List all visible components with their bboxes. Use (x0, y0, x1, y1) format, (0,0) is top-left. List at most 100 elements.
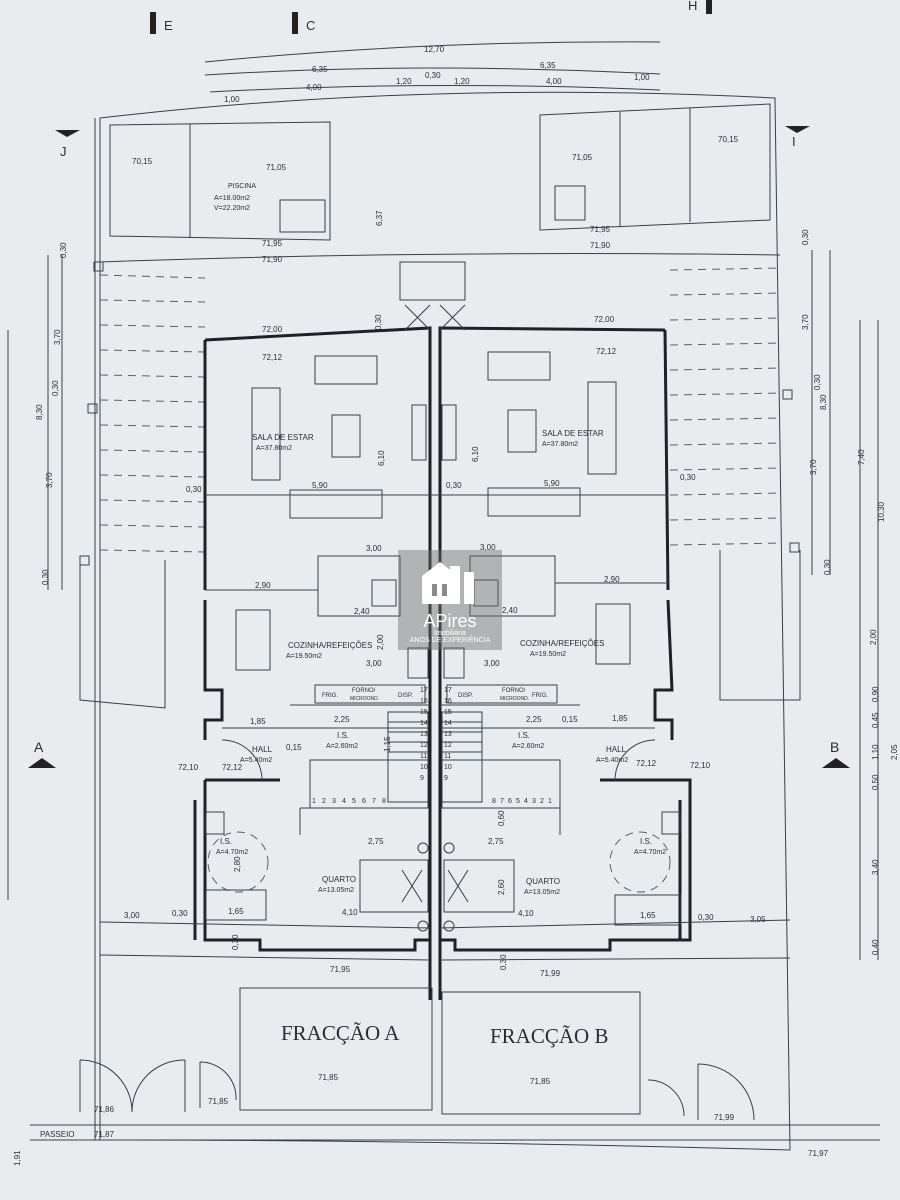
stair-step-number: 10 (420, 764, 428, 771)
stair-step-number: 17 (444, 687, 452, 694)
section-mark-j: J (60, 144, 67, 159)
section-mark-a: A (34, 739, 44, 755)
front-yard: 71,95 71,99 71,85 71,85 71,86 71,85 71,9… (13, 954, 880, 1166)
section-mark-h: H (688, 0, 697, 13)
level-floor-r: 72,00 (594, 315, 615, 324)
right-dim-7-40: 7,40 (857, 449, 866, 465)
door-swing-hall-r (614, 739, 656, 781)
logo-subtitle: Imobiliária (434, 630, 466, 637)
dim-2-25-l: 2,25 (334, 715, 350, 724)
unit-a-label: FRACÇÃO A (281, 1021, 400, 1045)
rear-yard: 70,15 71,05 PISCINA A=18.00m2 V=22.20m2 … (99, 103, 781, 264)
living-area-r: A=37.80m2 (542, 441, 578, 448)
side-decks (79, 261, 801, 709)
dim-1-65-r: 1,65 (640, 911, 656, 920)
level-pool-right: 70,15 (718, 135, 739, 144)
dim-2-60: 2,60 (497, 879, 506, 895)
is-small-area-l: A=2.60m2 (326, 743, 358, 750)
pool-area: A=18.00m2 (214, 195, 250, 202)
appliance-fridge-l: FRIG. (322, 693, 338, 699)
stairs (309, 711, 561, 809)
dim-2-75-l: 2,75 (368, 837, 384, 846)
dim-6-37: 6,37 (375, 210, 384, 226)
right-dim-10-30: 10,30 (877, 501, 886, 522)
dim-0-30-low-r: 0,30 (499, 954, 508, 970)
level-living-r: 72,12 (596, 347, 617, 356)
dim-0-15-b: 0,15 (562, 715, 578, 724)
stair-step-number: 8 (492, 798, 496, 805)
stair-step-number: 4 (342, 798, 346, 805)
level-street-l3: 71,87 (94, 1130, 115, 1139)
stair-step-number: 9 (444, 775, 448, 782)
dim-1-20-left: 1,20 (396, 77, 412, 86)
living-name-l: SALA DE ESTAR (252, 433, 314, 442)
dim-2-75-r: 2,75 (488, 837, 504, 846)
right-dim-8-30: 8,30 (819, 394, 828, 410)
street-label: PASSEIO (40, 1130, 75, 1139)
dim-1-00-right: 1,00 (634, 73, 650, 82)
left-dim-3-70-b: 3,70 (45, 472, 54, 488)
level-street-r: 71,99 (714, 1113, 735, 1122)
stair-step-number: 11 (420, 753, 427, 760)
right-dim-3-40: 3,40 (871, 859, 880, 875)
dim-3-00-bottom: 3,00 (124, 911, 140, 920)
right-dim-0-30-b: 0,30 (813, 374, 822, 390)
level-hall-out-r: 72,10 (690, 761, 711, 770)
level-pool-mid-left: 71,05 (266, 163, 287, 172)
dim-5-90-l: 5,90 (312, 481, 328, 490)
level-floor-l: 72,00 (262, 325, 283, 334)
floor-levels: 72,00 72,00 72,12 72,12 72,10 72,12 72,1… (178, 315, 711, 772)
section-mark-i: I (792, 134, 796, 149)
dim-2-90-l: 2,90 (255, 581, 271, 590)
dim-1-20-right: 1,20 (454, 77, 470, 86)
bedroom-area-l: A=13.05m2 (318, 887, 354, 894)
left-dim-8-30: 8,30 (35, 404, 44, 420)
stair-step-number: 5 (352, 798, 356, 805)
right-dim-0-50: 0,50 (871, 774, 880, 790)
dim-3-00-l: 3,00 (366, 544, 382, 553)
watermark-logo: APires Imobiliária ANOS DE EXPERIÊNCIA (398, 550, 502, 650)
left-dimensions: 0,30 3,70 0,30 8,30 3,70 0,30 (7, 242, 68, 900)
left-dim-3-70-a: 3,70 (53, 329, 62, 345)
is-small-name-l: I.S. (337, 731, 349, 740)
stair-step-number: 10 (444, 764, 452, 771)
appliance-microwave-l: MICROOND. (350, 696, 379, 702)
dim-0-60: 0,60 (497, 810, 506, 826)
stair-step-number: 16 (444, 698, 452, 705)
is-big-name-l: I.S. (220, 837, 232, 846)
stair-step-number: 13 (420, 731, 428, 738)
section-mark-c: C (306, 18, 315, 33)
dim-4-10-r: 4,10 (518, 909, 534, 918)
section-marks: E C H J I A B (28, 0, 850, 768)
is-small-name-r: I.S. (518, 731, 530, 740)
dim-1-65-l: 1,65 (228, 907, 244, 916)
dim-2-90-r: 2,90 (604, 575, 620, 584)
bedroom-name-r: QUARTO (526, 877, 560, 886)
stair-step-number: 14 (444, 720, 452, 727)
stair-step-number: 4 (524, 798, 528, 805)
stair-step-number: 16 (420, 698, 428, 705)
pool-volume: V=22.20m2 (214, 205, 250, 212)
stair-step-number: 17 (420, 687, 428, 694)
level-hall-l: 72,12 (222, 763, 243, 772)
level-pool-mid-right: 71,05 (572, 153, 593, 162)
stair-step-number: 15 (444, 709, 452, 716)
dim-2-40-l: 2,40 (354, 607, 370, 616)
is-small-area-r: A=2.60m2 (512, 743, 544, 750)
stair-step-number: 5 (516, 798, 520, 805)
right-dim-0-30-a: 0,30 (801, 229, 810, 245)
dim-3-00-r: 3,00 (480, 543, 496, 552)
living-area-l: A=37.80m2 (256, 445, 292, 452)
dim-2-25-r: 2,25 (526, 715, 542, 724)
stair-step-number: 3 (332, 798, 336, 805)
living-name-r: SALA DE ESTAR (542, 429, 604, 438)
level-street-l2: 71,85 (208, 1097, 229, 1106)
stair-step-number: 2 (322, 798, 326, 805)
right-dim-3-70-b: 3,70 (809, 459, 818, 475)
dim-2-40-r: 2,40 (502, 606, 518, 615)
dim-1-85-l: 1,85 (250, 717, 266, 726)
living-furniture (251, 351, 617, 519)
right-dim-1-10: 1,10 (871, 744, 880, 760)
dim-2-80: 2,80 (233, 856, 242, 872)
